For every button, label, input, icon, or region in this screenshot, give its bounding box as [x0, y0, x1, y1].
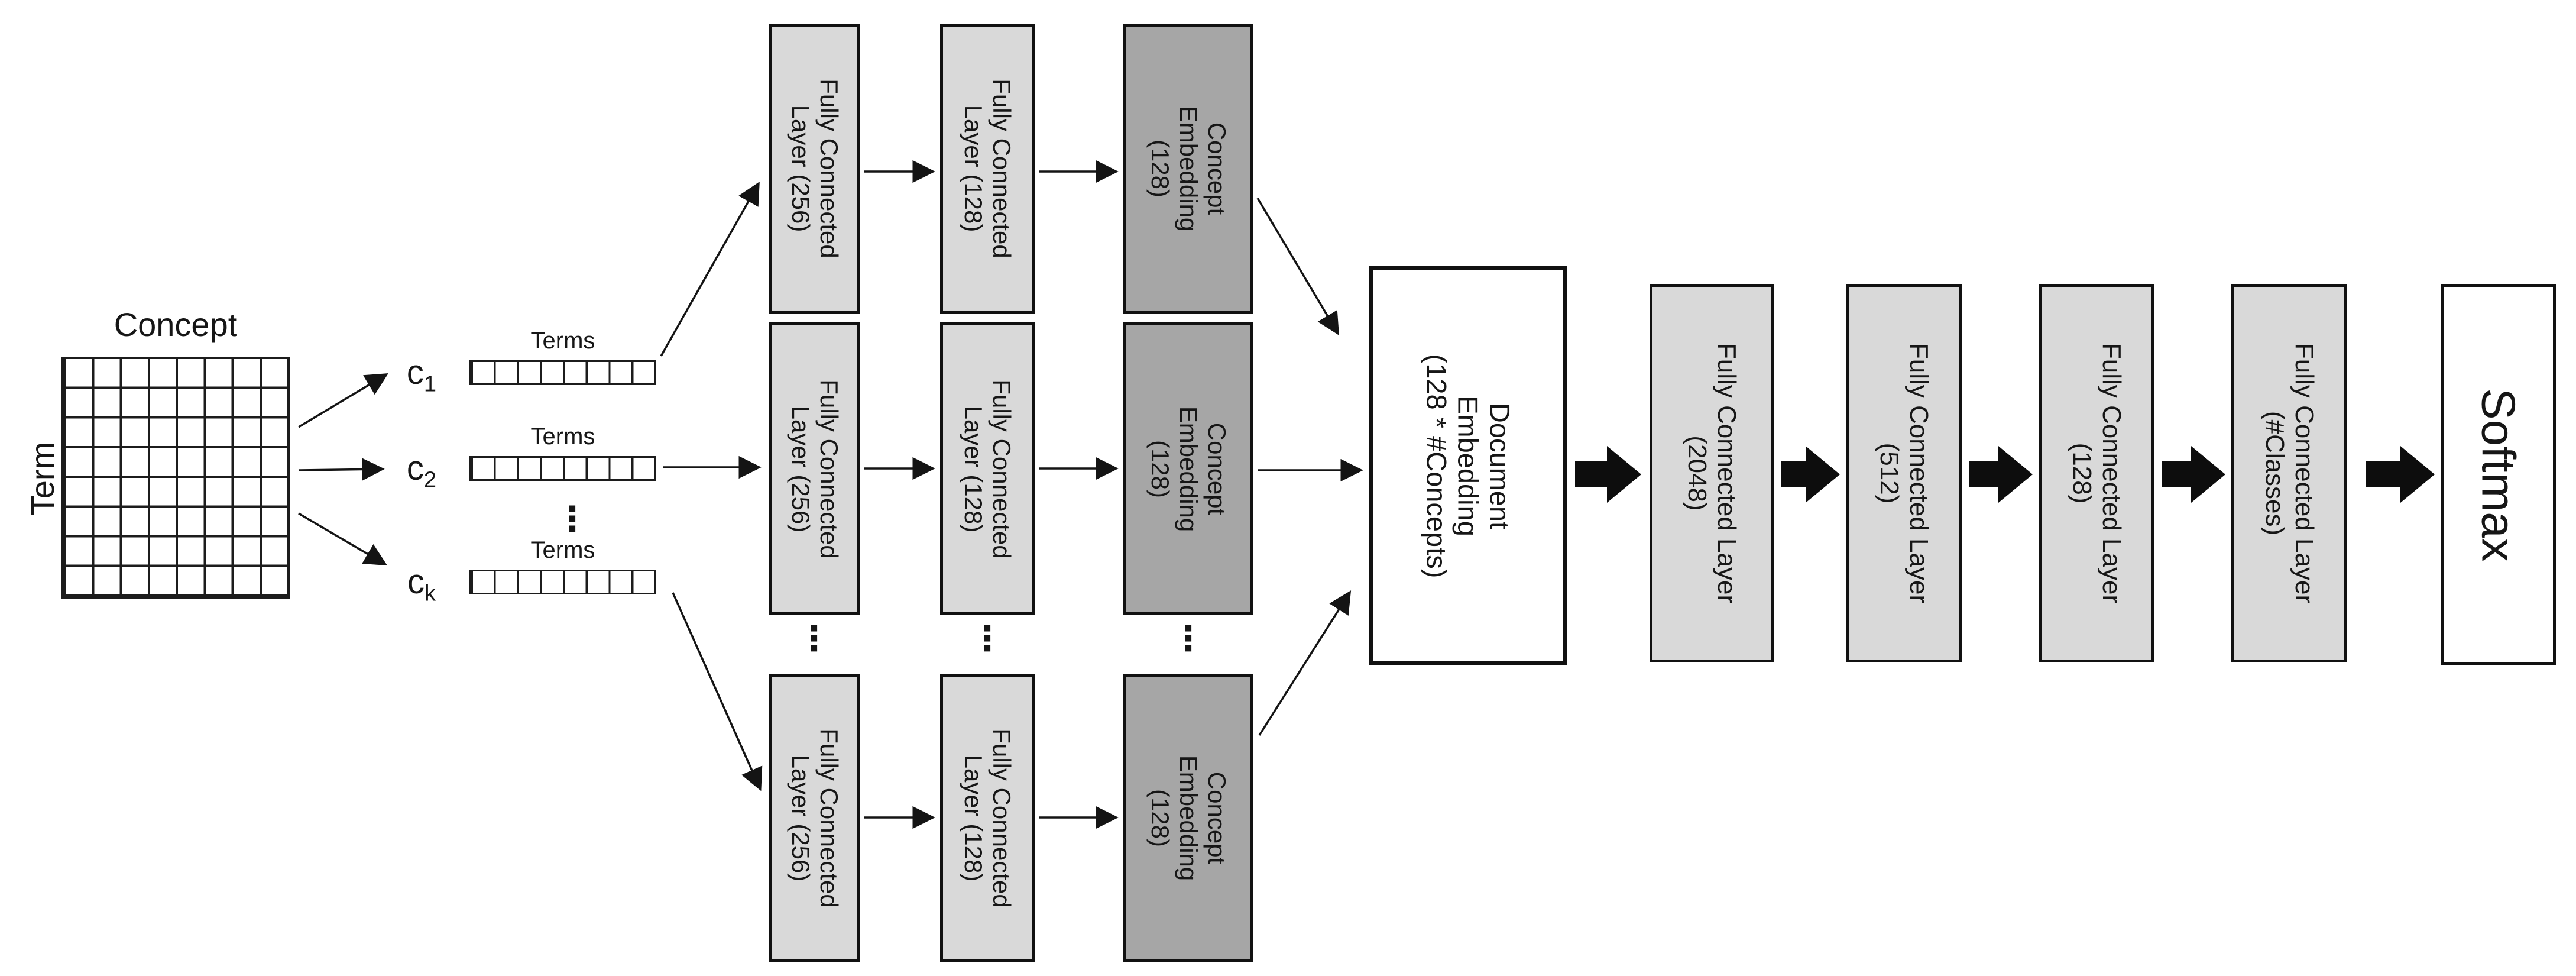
arrow-matrix-to-c1 [298, 373, 388, 428]
fc256-row2-line1: Fully Connected [815, 379, 843, 559]
fc512-line1: Fully Connected Layer [1904, 342, 1934, 604]
fc128-row3-line2: Layer (128) [960, 754, 987, 881]
embedding-row2-line2: Embedding [1174, 406, 1203, 532]
fc256-row1-line1: Fully Connected [815, 79, 843, 258]
embedding-row3-line3: (128) [1146, 788, 1175, 847]
concept-label-ck: ck [407, 563, 436, 606]
fc128-final-line2: (128) [2068, 442, 2097, 504]
concept-rows-ellipsis: ⋮ [555, 499, 589, 539]
fc128-final-box: Fully Connected Layer(128) [2039, 284, 2154, 662]
fc-classes-line1: Fully Connected Layer [2290, 342, 2319, 604]
embedding-row2-line1: Concept [1203, 422, 1231, 515]
fc2048-line1: Fully Connected Layer [1712, 342, 1742, 604]
fc128-row2-line1: Fully Connected [987, 379, 1016, 559]
matrix-row-label: Term [24, 441, 61, 516]
terms-vector-title-1: Terms [530, 328, 595, 354]
fc256-row3-line1: Fully Connected [815, 728, 843, 908]
arrow-embedding1-to-document [1256, 198, 1339, 335]
arrow-matrix-to-ck [298, 512, 387, 565]
term-concept-matrix [61, 357, 290, 599]
arrow-matrix-to-c2 [298, 458, 385, 481]
embedding-row3-line1: Concept [1203, 771, 1231, 864]
embedding-row1-line2: Embedding [1174, 105, 1203, 232]
embedding-column-ellipsis: ⋮ [1171, 618, 1206, 658]
fc-classes-box: Fully Connected Layer(#Classes) [2231, 284, 2347, 662]
fc128-final-line1: Fully Connected Layer [2097, 342, 2127, 604]
fc128-row3-line1: Fully Connected [987, 728, 1016, 908]
softmax-label: Softmax [2472, 387, 2525, 562]
concept-label-c2: c2 [406, 449, 437, 493]
terms-vector-2 [469, 456, 656, 481]
embedding-row3-line2: Embedding [1174, 755, 1203, 881]
block-arrow-fc2048-to-fc512 [1781, 446, 1840, 503]
embedding-row2-line3: (128) [1146, 439, 1175, 498]
fc256-row2-line2: Layer (256) [786, 405, 815, 532]
terms-vector-title-2: Terms [530, 424, 595, 450]
softmax-box: Softmax [2441, 284, 2556, 665]
embedding-row1-line1: Concept [1203, 122, 1231, 215]
fc256-row3-line2: Layer (256) [786, 754, 815, 881]
block-arrow-fc512-to-fc128 [1969, 446, 2033, 503]
fc256-column-ellipsis: ⋮ [797, 618, 831, 658]
block-arrow-document-to-fc2048 [1575, 446, 1641, 503]
document-embedding-line1: Document [1483, 402, 1515, 529]
block-arrow-fcclasses-to-softmax [2366, 446, 2435, 503]
fc128-row1-line2: Layer (128) [960, 105, 987, 232]
fc2048-line2: (2048) [1683, 435, 1712, 511]
concept-label-c1: c1 [406, 353, 437, 397]
fc512-box: Fully Connected Layer(512) [1846, 284, 1962, 662]
matrix-column-label: Concept [114, 306, 238, 343]
arrow-terms1-to-fc256-row1 [660, 181, 760, 357]
document-embedding-line3: (128 * #Concepts) [1420, 354, 1452, 578]
embedding-row1-line3: (128) [1146, 139, 1175, 198]
block-arrow-fc128-to-fcclasses [2162, 446, 2225, 503]
fc128-row1-line1: Fully Connected [987, 79, 1016, 258]
fc512-line2: (512) [1875, 442, 1904, 504]
fc128-row2-line2: Layer (128) [960, 405, 987, 532]
arrow-embeddingk-to-document [1258, 590, 1352, 736]
terms-vector-title-k: Terms [530, 537, 595, 563]
fc128-column-ellipsis: ⋮ [970, 618, 1005, 658]
fc-classes-line2: (#Classes) [2260, 411, 2289, 536]
terms-vector-1 [469, 360, 656, 385]
fc2048-box: Fully Connected Layer(2048) [1650, 284, 1774, 662]
arrow-termsk-to-fc256-row3 [672, 592, 763, 791]
document-embedding-line2: Embedding [1452, 395, 1484, 537]
fc256-row1-line2: Layer (256) [786, 105, 815, 232]
terms-vector-k [469, 570, 656, 594]
